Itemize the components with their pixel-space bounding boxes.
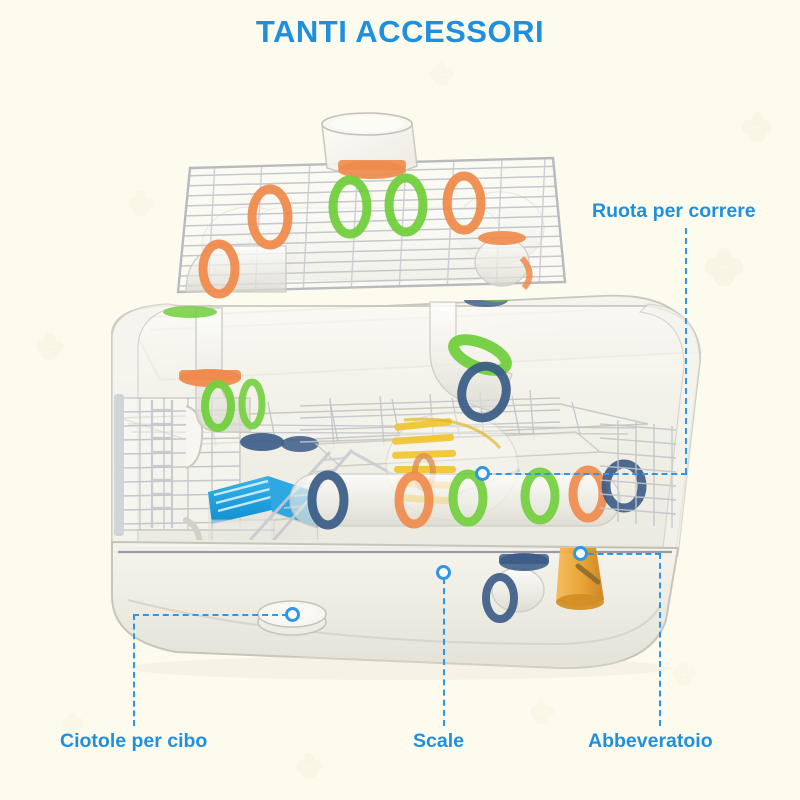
marker-dot-ladder [436,565,451,580]
leader-line-food-bowls-vertical [133,614,135,726]
leader-line-water-bottle-horizontal [588,553,661,555]
tunnel-tube-curved-right [429,300,516,423]
marker-dot-food-bowls [285,607,300,622]
callout-label-wheel: Ruota per correre [592,200,756,222]
tunnel-tube-lower-run [289,459,647,530]
marker-dot-water-bottle [573,546,588,561]
callout-label-food-bowls: Ciotole per cibo [60,730,208,752]
clear-food-bowl-top [321,112,418,179]
marker-dot-wheel [475,466,490,481]
water-bottle [556,548,604,610]
top-mesh-panel [176,112,567,299]
callout-label-ladder: Scale [413,730,464,752]
leader-line-water-bottle-vertical [659,553,661,726]
tunnel-tubes-top [185,171,533,299]
leader-line-wheel-vertical [685,228,687,474]
leader-line-food-bowls-horizontal [133,614,288,616]
ramp-ladder-left [150,400,174,528]
leader-line-ladder-vertical [443,578,445,726]
base-tray [111,540,680,680]
clear-bottle-navy [482,553,549,623]
leader-line-wheel-horizontal [486,473,687,475]
right-mesh [599,420,677,528]
page-title: TANTI ACCESSORI [255,14,545,49]
cage-body [111,294,702,557]
callout-label-water-bottle: Abbeveratoio [588,730,713,752]
